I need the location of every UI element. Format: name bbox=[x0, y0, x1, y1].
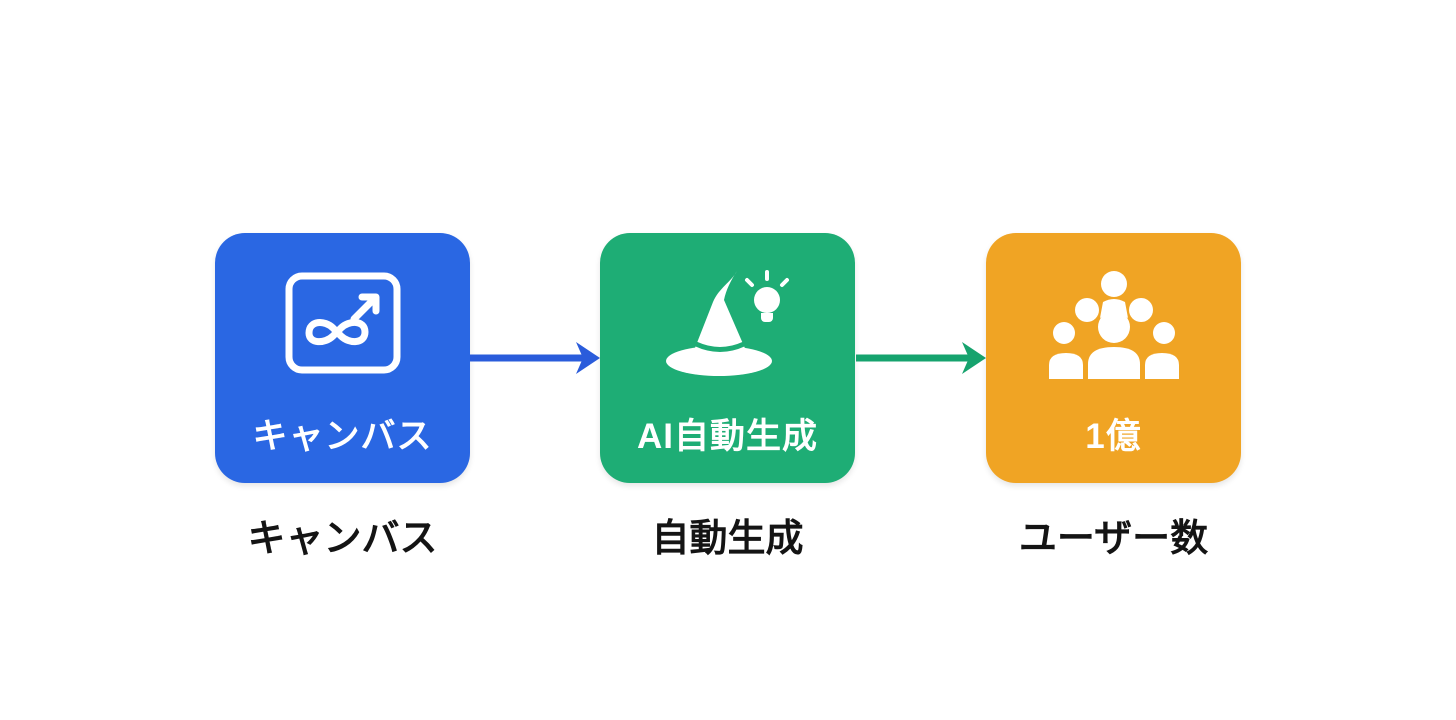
canvas-card: キャンバス bbox=[215, 233, 470, 483]
arrow-generate-to-users bbox=[856, 342, 986, 374]
crowd-icon bbox=[1048, 269, 1180, 379]
auto-generate-card-label: AI自動生成 bbox=[636, 417, 818, 456]
auto-generate-card: AI自動生成 bbox=[600, 233, 855, 483]
user-count-card: 1億 bbox=[986, 233, 1241, 483]
node-auto-generate: AI自動生成 自動生成 bbox=[600, 233, 855, 562]
arrow-canvas-to-generate bbox=[470, 342, 600, 374]
infinite-canvas-icon bbox=[282, 269, 404, 377]
user-count-caption: ユーザー数 bbox=[1018, 518, 1209, 560]
wizard-hat-icon bbox=[661, 269, 795, 379]
canvas-caption: キャンバス bbox=[247, 518, 438, 560]
user-count-card-label: 1億 bbox=[1085, 417, 1142, 456]
node-user-count: 1億 ユーザー数 bbox=[986, 233, 1241, 562]
auto-generate-caption: 自動生成 bbox=[651, 518, 804, 560]
canvas-card-label: キャンバス bbox=[252, 417, 433, 456]
node-canvas: キャンバス キャンバス bbox=[215, 233, 470, 562]
